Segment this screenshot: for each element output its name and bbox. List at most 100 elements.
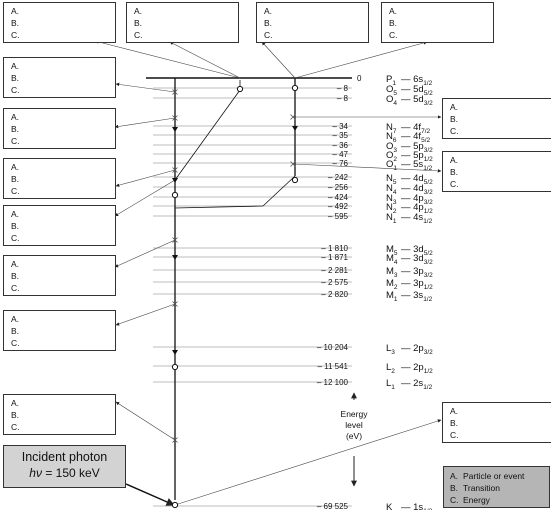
orbital-label-7: — 5s1/2 <box>401 159 433 172</box>
orbital-name-0: 6s <box>413 74 423 85</box>
orbital-j-9: 3/2 <box>424 189 433 196</box>
orbital-dash-16: — <box>401 278 413 289</box>
orbital-label-16: — 3p1/2 <box>401 278 433 291</box>
shell-letter-15: M <box>386 266 394 277</box>
vacancy-circle-5 <box>171 501 179 509</box>
vacancy-circle-4 <box>171 363 179 371</box>
event-marker-3 <box>172 237 178 243</box>
shell-label-17: M1 <box>386 290 398 303</box>
energy-value-3: – 34 <box>332 122 348 131</box>
legend-box: A.Particle or event B.Transition C.Energ… <box>443 466 550 508</box>
label-box-7-option-b: B. <box>11 221 20 231</box>
pointer-line-7 <box>114 179 176 217</box>
energy-value-18: – 10 204 <box>317 343 349 352</box>
orbital-label-20: — 2s1/2 <box>401 378 433 391</box>
orbital-label-12: — 4s1/2 <box>401 212 433 225</box>
legend-text-a: Particle or event <box>463 471 525 481</box>
shell-index-14: 4 <box>394 259 398 266</box>
vacancy-circle-2 <box>171 191 179 199</box>
orbital-name-15: 3p <box>413 266 424 277</box>
orbital-name-3: 4f <box>413 122 421 133</box>
label-box-5-option-c: C. <box>11 136 20 146</box>
shell-letter-11: N <box>386 202 393 213</box>
label-box-6-option-c: C. <box>11 186 20 196</box>
shell-index-2: 4 <box>393 100 397 107</box>
shell-letter-19: L <box>386 362 391 373</box>
shell-letter-8: N <box>386 173 393 184</box>
pointer-line-13 <box>174 419 442 506</box>
energy-value-15: – 2 281 <box>321 266 348 275</box>
energy-value-6: – 47 <box>332 150 348 159</box>
orbital-dash-0: — <box>401 74 413 85</box>
legend-row-a: A. Particle or event <box>450 470 549 482</box>
shell-index-10: 3 <box>393 199 397 206</box>
label-box-2-option-c: C. <box>264 30 273 40</box>
label-box-11-option-b: B. <box>450 114 459 124</box>
label-box-6: A.B.C. <box>3 158 116 199</box>
shell-letter-16: M <box>386 278 394 289</box>
legend-text-c: Energy <box>463 495 490 505</box>
pointer-line-2 <box>261 41 296 79</box>
orbital-j-20: 1/2 <box>423 384 432 391</box>
event-marker-0 <box>172 89 178 95</box>
label-box-11: A.B.C. <box>442 98 551 139</box>
label-box-5: A. B. C. <box>3 108 116 149</box>
vacancy-circle-3 <box>291 176 299 184</box>
legend-row-c: C.Energy <box>450 494 549 506</box>
shell-label-5: O3 <box>386 141 397 154</box>
shell-index-13: 5 <box>394 250 398 257</box>
energy-value-13: – 1 810 <box>321 244 348 253</box>
label-box-2: A. B. C. <box>256 2 369 43</box>
label-box-2-option-b: B. <box>264 18 273 28</box>
shell-label-15: M3 <box>386 266 398 279</box>
shell-letter-5: O <box>386 141 393 152</box>
label-box-10: A.B.C. <box>3 394 116 435</box>
cascade-arrowhead-1 <box>172 178 178 183</box>
shell-index-3: 7 <box>393 128 397 135</box>
orbital-label-2: — 5d3/2 <box>401 94 433 107</box>
label-box-5-option-b: B. <box>11 124 20 134</box>
label-box-5-option-a: A. <box>11 112 20 122</box>
orbital-dash-8: — <box>401 173 413 184</box>
label-box-13: A.B.C. <box>442 402 551 443</box>
orbital-label-5: — 5p3/2 <box>401 141 433 154</box>
orbital-j-8: 5/2 <box>424 179 433 186</box>
shell-letter-10: N <box>386 193 393 204</box>
legend-key-a: A. <box>450 471 459 481</box>
orbital-j-5: 3/2 <box>424 147 433 154</box>
vacancy-circle-1 <box>291 84 299 92</box>
shell-label-4: N6 <box>386 131 397 144</box>
label-box-12-option-c: C. <box>450 179 459 189</box>
label-box-3-option-c: C. <box>389 30 398 40</box>
orbital-dash-9: — <box>401 183 413 194</box>
label-box-0-option-a: A. <box>11 6 20 16</box>
photon-energy-value: = 150 keV <box>45 466 100 480</box>
label-box-8: A.B.C. <box>3 255 116 296</box>
orbital-j-10: 3/2 <box>424 199 433 206</box>
shell-index-7: 1 <box>393 165 397 172</box>
label-box-3-option-b: B. <box>389 18 398 28</box>
energy-value-10: – 424 <box>328 193 349 202</box>
pointer-line-6 <box>115 169 176 187</box>
shell-letter-6: O <box>386 150 393 161</box>
legend-text-b: Transition <box>463 483 501 493</box>
energy-value-14: – 1 871 <box>321 253 348 262</box>
label-box-10-option-a: A. <box>11 398 20 408</box>
shell-label-8: N5 <box>386 173 397 186</box>
orbital-label-11: — 4p1/2 <box>401 202 433 215</box>
label-box-13-option-a: A. <box>450 406 459 416</box>
orbital-dash-10: — <box>401 193 413 204</box>
label-box-0: A.B.C. <box>3 2 116 43</box>
orbital-label-15: — 3p3/2 <box>401 266 433 279</box>
orbital-label-21: — 1s1/2 <box>401 502 433 510</box>
orbital-name-7: 5s <box>413 159 423 170</box>
energy-value-4: – 35 <box>332 131 348 140</box>
label-box-1-option-c: C. <box>134 30 143 40</box>
label-box-2-option-a: A. <box>264 6 273 16</box>
orbital-dash-19: — <box>401 362 413 373</box>
